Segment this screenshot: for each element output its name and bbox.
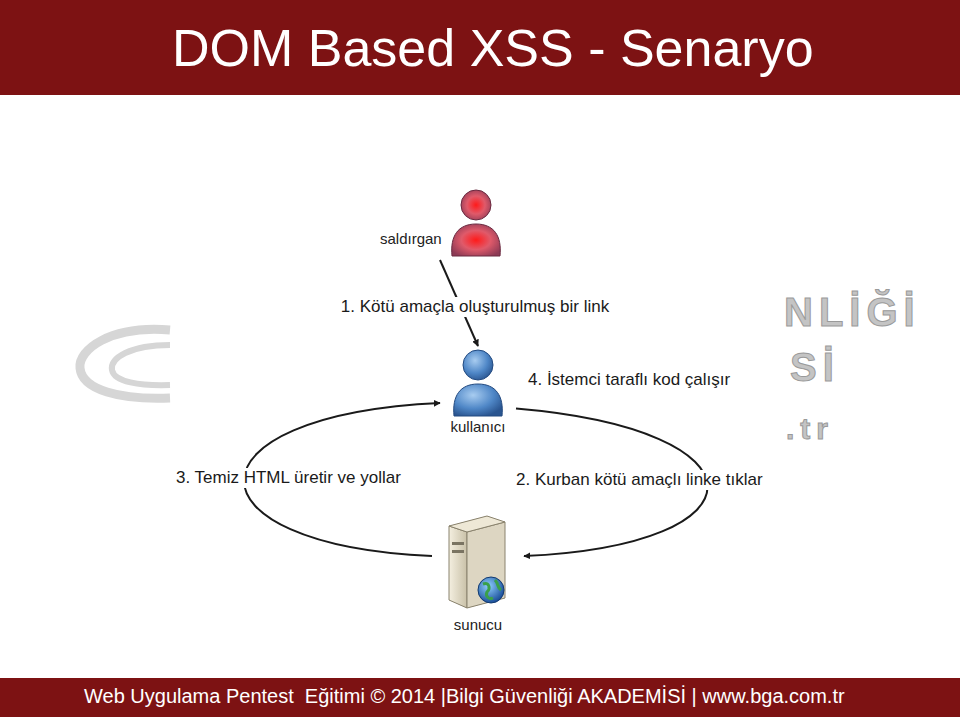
node-label: kullanıcı: [450, 418, 505, 435]
edge-label: 3. Temiz HTML üretir ve yollar: [174, 468, 403, 488]
actor-node: saldırgan: [376, 184, 504, 260]
step-label: 4. İstemci taraflı kod çalışır: [526, 370, 732, 390]
person-icon: [448, 186, 504, 262]
watermark-text: NLİĞİ: [784, 290, 921, 335]
footer-text: Web Uygulama Pentest Eğitimi © 2014 |Bil…: [84, 685, 845, 708]
watermark-arc: [112, 345, 170, 385]
actor-node: kullanıcı: [440, 346, 516, 438]
server-icon: [439, 512, 517, 614]
edge-label: 2. Kurban kötü amaçlı linke tıklar: [514, 470, 765, 490]
title-text: DOM Based XSS - Senaryo: [172, 18, 814, 78]
watermark-text: Sİ: [790, 345, 840, 390]
node-label: saldırgan: [380, 230, 442, 247]
edge-label: 1. Kötü amaçla oluşturulmuş bir link: [339, 297, 611, 317]
node-label: sunucu: [454, 616, 502, 633]
person-icon: [450, 346, 506, 422]
watermark-arc: [80, 329, 170, 398]
watermark-text: .tr: [786, 412, 834, 446]
actor-node: sunucu: [432, 512, 524, 638]
